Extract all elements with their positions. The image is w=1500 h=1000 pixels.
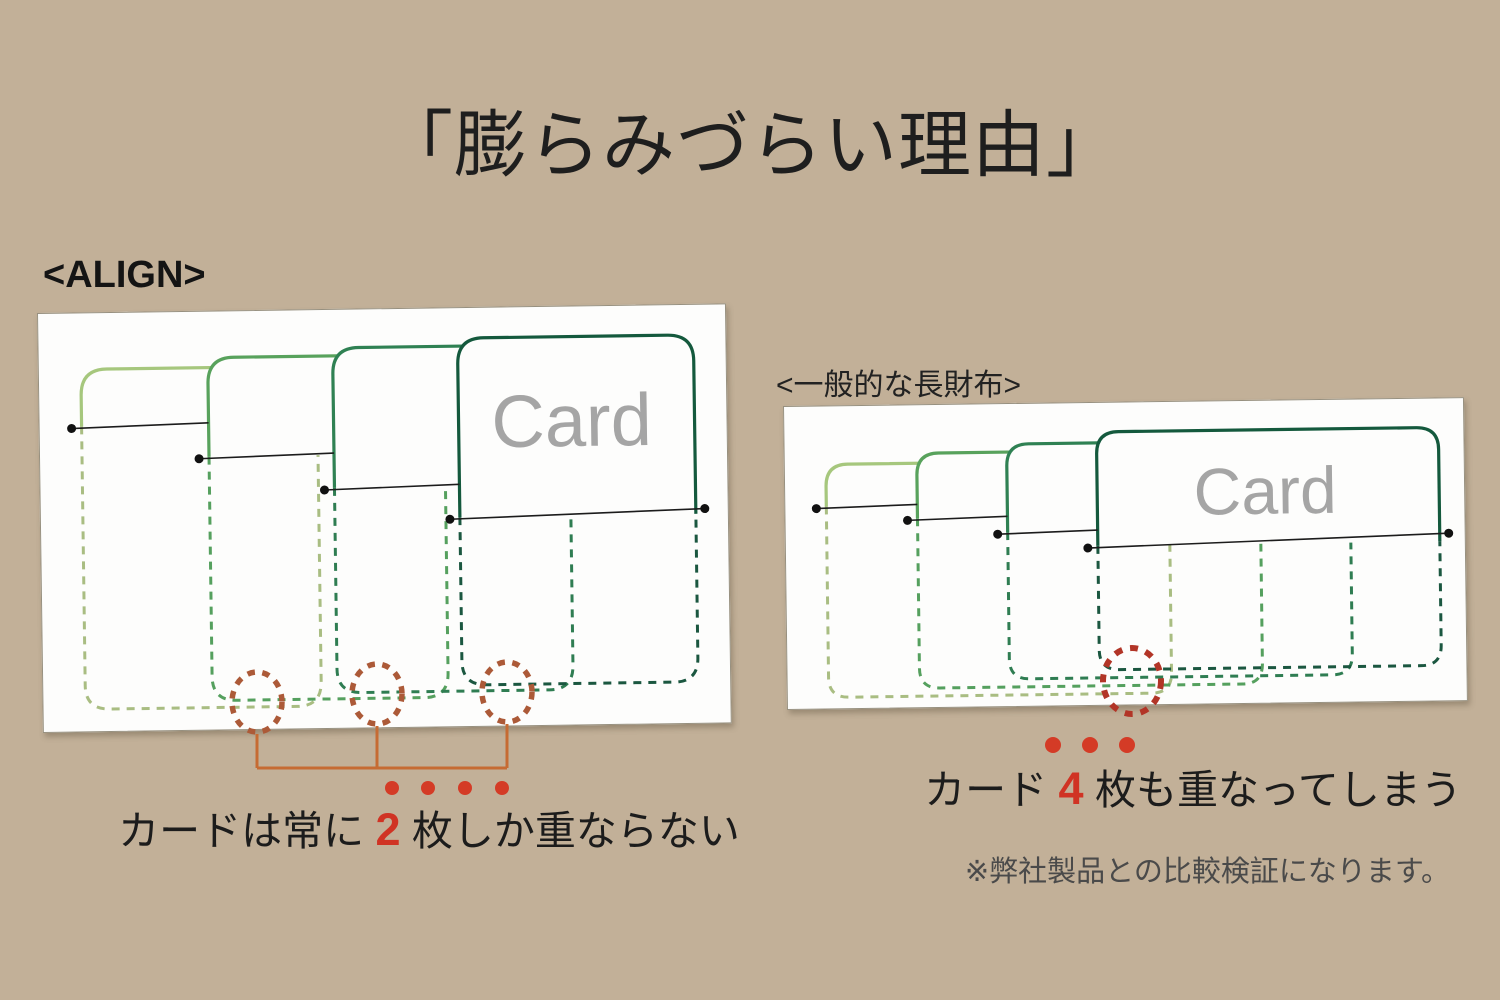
align-caption-number: 2 xyxy=(375,804,401,855)
wallet-caption: カード 4 枚も重なってしまう xyxy=(924,756,1462,816)
wallet-caption-pre: カード xyxy=(924,767,1059,813)
svg-text:Card: Card xyxy=(1193,453,1337,529)
page-title: 「膨らみづらい理由」 xyxy=(380,105,1120,186)
align-caption-pre: カードは常に xyxy=(118,808,376,854)
wallet-caption-post: 枚も重なってしまう xyxy=(1083,767,1462,813)
wallet-caption-number: 4 xyxy=(1058,763,1084,814)
comparison-note: ※弊社製品との比較検証になります。 xyxy=(964,856,1450,888)
align-caption: カードは常に 2 枚しか重ならない xyxy=(118,797,740,857)
align-diagram-panel: Card xyxy=(37,303,732,733)
wallet-diagram-panel: Card xyxy=(783,397,1468,710)
align-card-diagram: Card xyxy=(67,333,710,711)
wallet-card-diagram: Card xyxy=(811,426,1454,699)
svg-text:Card: Card xyxy=(491,378,653,463)
align-caption-post: 枚しか重ならない xyxy=(400,808,740,854)
align-section-label: <ALIGN> xyxy=(43,254,206,296)
wallet-section-label: <一般的な長財布> xyxy=(776,369,1022,402)
